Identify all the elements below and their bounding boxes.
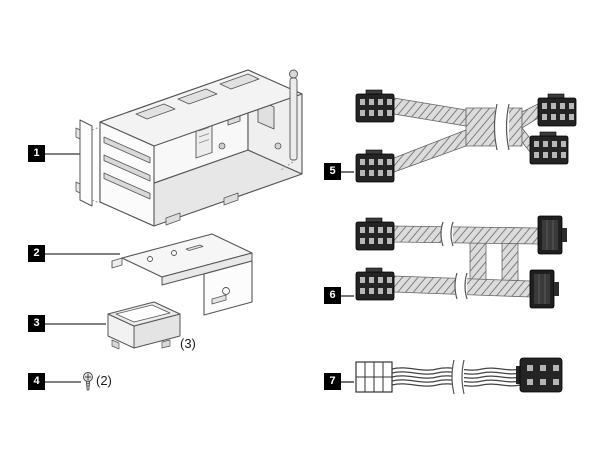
callout-3: 3 [28, 315, 45, 332]
callout-5: 5 [324, 163, 341, 180]
part-7-power-cable [355, 357, 563, 395]
callout-7: 7 [324, 373, 341, 390]
part-2-bracket [111, 233, 253, 316]
part-4-screw [83, 372, 93, 391]
part-6-cable [355, 215, 568, 309]
callout-6: 6 [324, 287, 341, 304]
callout-1: 1 [28, 145, 45, 162]
callout-4: 4 [28, 373, 45, 390]
guide-pin [280, 69, 298, 171]
part-5-cable [355, 89, 577, 183]
part-1-riser-cage [75, 69, 303, 227]
power-connector-right [516, 357, 563, 393]
part-3-bezel-filler [107, 301, 181, 350]
leader-lines [44, 153, 354, 383]
power-connector-left [355, 361, 393, 393]
callout-2: 2 [28, 245, 45, 262]
qty-label-bezel: (3) [180, 336, 196, 351]
qty-label-screws: (2) [96, 373, 112, 388]
emi-bracket [75, 119, 93, 207]
